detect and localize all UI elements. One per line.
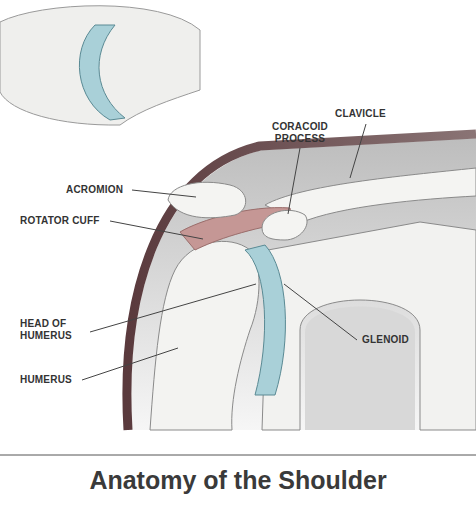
inset-cartilage [79,25,125,120]
leader-line [288,148,300,214]
part-label: GLENOID [362,334,442,346]
leader-line [82,348,178,380]
scapula-shadow [305,307,415,431]
part-label: CORACOID PROCESS [262,121,338,145]
part-label: ROTATOR CUFF [20,215,130,227]
inset-joint [0,6,200,125]
part-label: HEAD OF HUMERUS [20,318,84,342]
glenoid-cartilage [245,245,285,395]
part-label: ACROMION [66,184,146,196]
body-shading [131,138,476,430]
skin-outline [127,134,476,430]
acromion-bone [168,182,246,218]
leader-line [110,221,203,239]
divider-line [0,455,476,456]
leader-line [284,284,357,340]
humerus-bone [150,241,259,430]
leader-line [132,190,196,197]
part-label: CLAVICLE [335,108,415,120]
leader-line [350,124,366,178]
scapula [262,222,476,430]
coracoid-bone [262,210,307,240]
part-label: HUMERUS [20,374,100,386]
diagram-title: Anatomy of the Shoulder [0,466,476,495]
leader-line [90,284,256,332]
